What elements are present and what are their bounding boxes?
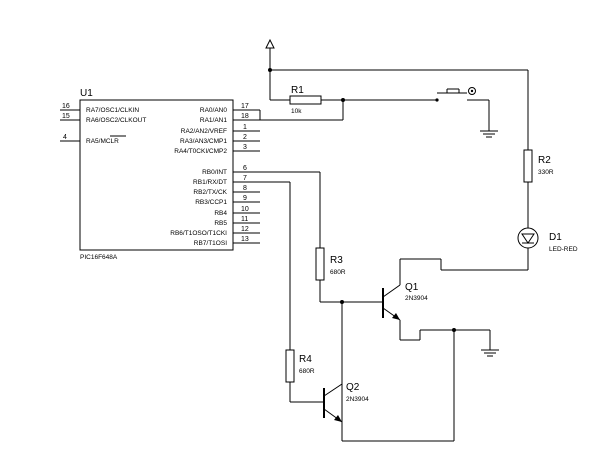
r2-ref-label: R2 xyxy=(538,155,551,166)
q2-emitter-arrow-icon xyxy=(334,415,342,422)
d1-value-label: LED-RED xyxy=(549,246,578,253)
pin-name: RA7/OSC1/CLKIN xyxy=(86,107,139,114)
r1-value-label: 10k xyxy=(291,108,302,115)
q1-value-label: 2N3904 xyxy=(405,295,428,302)
pin-number: 9 xyxy=(243,195,247,202)
mcu-ref-label: U1 xyxy=(80,88,93,99)
pin-number: 12 xyxy=(241,226,249,233)
pin-name: RB2/TX/CK xyxy=(193,189,227,196)
transistor-q2[interactable]: Q2 2N3904 xyxy=(323,382,369,423)
pin-name: RB0/INT xyxy=(202,169,227,176)
q1-collector xyxy=(382,284,401,298)
r3-value-label: 680R xyxy=(330,269,346,276)
pin-name: RB3/CCP1 xyxy=(195,199,227,206)
switch-contact xyxy=(435,98,439,102)
pin-name: RB5 xyxy=(214,220,227,227)
d1-ref-label: D1 xyxy=(549,232,562,243)
pin-name: RB4 xyxy=(214,210,227,217)
mcu-body xyxy=(79,99,234,251)
r1-body xyxy=(289,95,322,105)
mcu-part-label: PIC16F648A xyxy=(80,254,118,261)
resistor-r2[interactable]: R2 330R xyxy=(523,149,554,228)
pin-number: 16 xyxy=(62,103,70,110)
power-arrow-icon xyxy=(265,38,275,49)
q2-collector xyxy=(323,383,343,397)
switch-terminal-dot xyxy=(470,89,474,93)
r4-value-label: 680R xyxy=(299,368,315,375)
pin-name: RA1/AN1 xyxy=(200,117,227,124)
pin-number: 2 xyxy=(243,134,247,141)
pin-name: RA2/AN2/VREF xyxy=(181,128,227,135)
resistor-r3[interactable]: R3 680R xyxy=(315,247,346,302)
r4-body xyxy=(285,349,295,383)
r3-ref-label: R3 xyxy=(330,255,343,266)
resistor-r4[interactable]: R4 680R xyxy=(285,349,315,402)
pin-name: RB7/T1OSI xyxy=(194,240,227,247)
led-d1[interactable]: D1 LED-RED xyxy=(517,227,578,270)
ground-symbol-1 xyxy=(480,100,498,138)
pin-number: 11 xyxy=(241,216,248,223)
junction-dot xyxy=(341,98,345,102)
pin-number: 18 xyxy=(241,113,249,120)
mcu-left-pins: 16 15 4 RA7/OSC1/CLKIN RA6/OSC2/CLKOUT R… xyxy=(60,103,146,145)
q2-ref-label: Q2 xyxy=(346,382,360,393)
pin-name: RA3/AN3/CMP1 xyxy=(180,138,227,145)
pin-number: 3 xyxy=(243,144,247,151)
r4-ref-label: R4 xyxy=(299,354,312,365)
pin-number: 6 xyxy=(243,165,247,172)
pin-name: RA5/MCLR xyxy=(86,138,119,145)
r3-body xyxy=(315,247,325,281)
q1-ref-label: Q1 xyxy=(405,282,419,293)
ground-symbol-2 xyxy=(481,330,499,357)
led-body xyxy=(517,227,539,249)
pin-number: 15 xyxy=(62,113,70,120)
pin-number: 7 xyxy=(243,175,247,182)
mcu-u1[interactable]: U1 PIC16F648A 16 15 4 RA7/OSC1/CLKIN RA6… xyxy=(60,88,260,261)
pin-number: 4 xyxy=(63,134,67,141)
pin-number: 17 xyxy=(241,103,249,110)
pin-name: RA6/OSC2/CLKOUT xyxy=(86,117,146,124)
mcu-right-pins: 17 18 1 2 3 6 7 8 9 10 11 12 13 RA0/AN0 … xyxy=(170,103,260,247)
pin-number: 10 xyxy=(241,206,249,213)
pin-name: RA4/T0CKI/CMP2 xyxy=(174,148,227,155)
r2-body xyxy=(523,149,533,183)
junction-dot xyxy=(268,68,272,72)
r2-value-label: 330R xyxy=(538,169,554,176)
q1-emitter-arrow-icon xyxy=(392,313,400,320)
push-button-switch[interactable] xyxy=(435,87,489,102)
resistor-r1[interactable]: R1 10k xyxy=(270,85,436,115)
pin-number: 1 xyxy=(243,124,247,131)
led-triangle xyxy=(521,233,535,244)
pin-name: RB6/T1OSO/T1CKI xyxy=(170,230,227,237)
pin-name: RA0/AN0 xyxy=(200,107,227,114)
q2-value-label: 2N3904 xyxy=(346,396,369,403)
r1-ref-label: R1 xyxy=(291,85,304,96)
pin-name: RB1/RX/DT xyxy=(193,179,227,186)
transistor-q1[interactable]: Q1 2N3904 xyxy=(382,282,428,321)
pin-number: 8 xyxy=(243,185,247,192)
switch-terminal xyxy=(468,87,476,95)
pin-number: 13 xyxy=(241,236,249,243)
power-rail-symbol xyxy=(265,38,529,150)
